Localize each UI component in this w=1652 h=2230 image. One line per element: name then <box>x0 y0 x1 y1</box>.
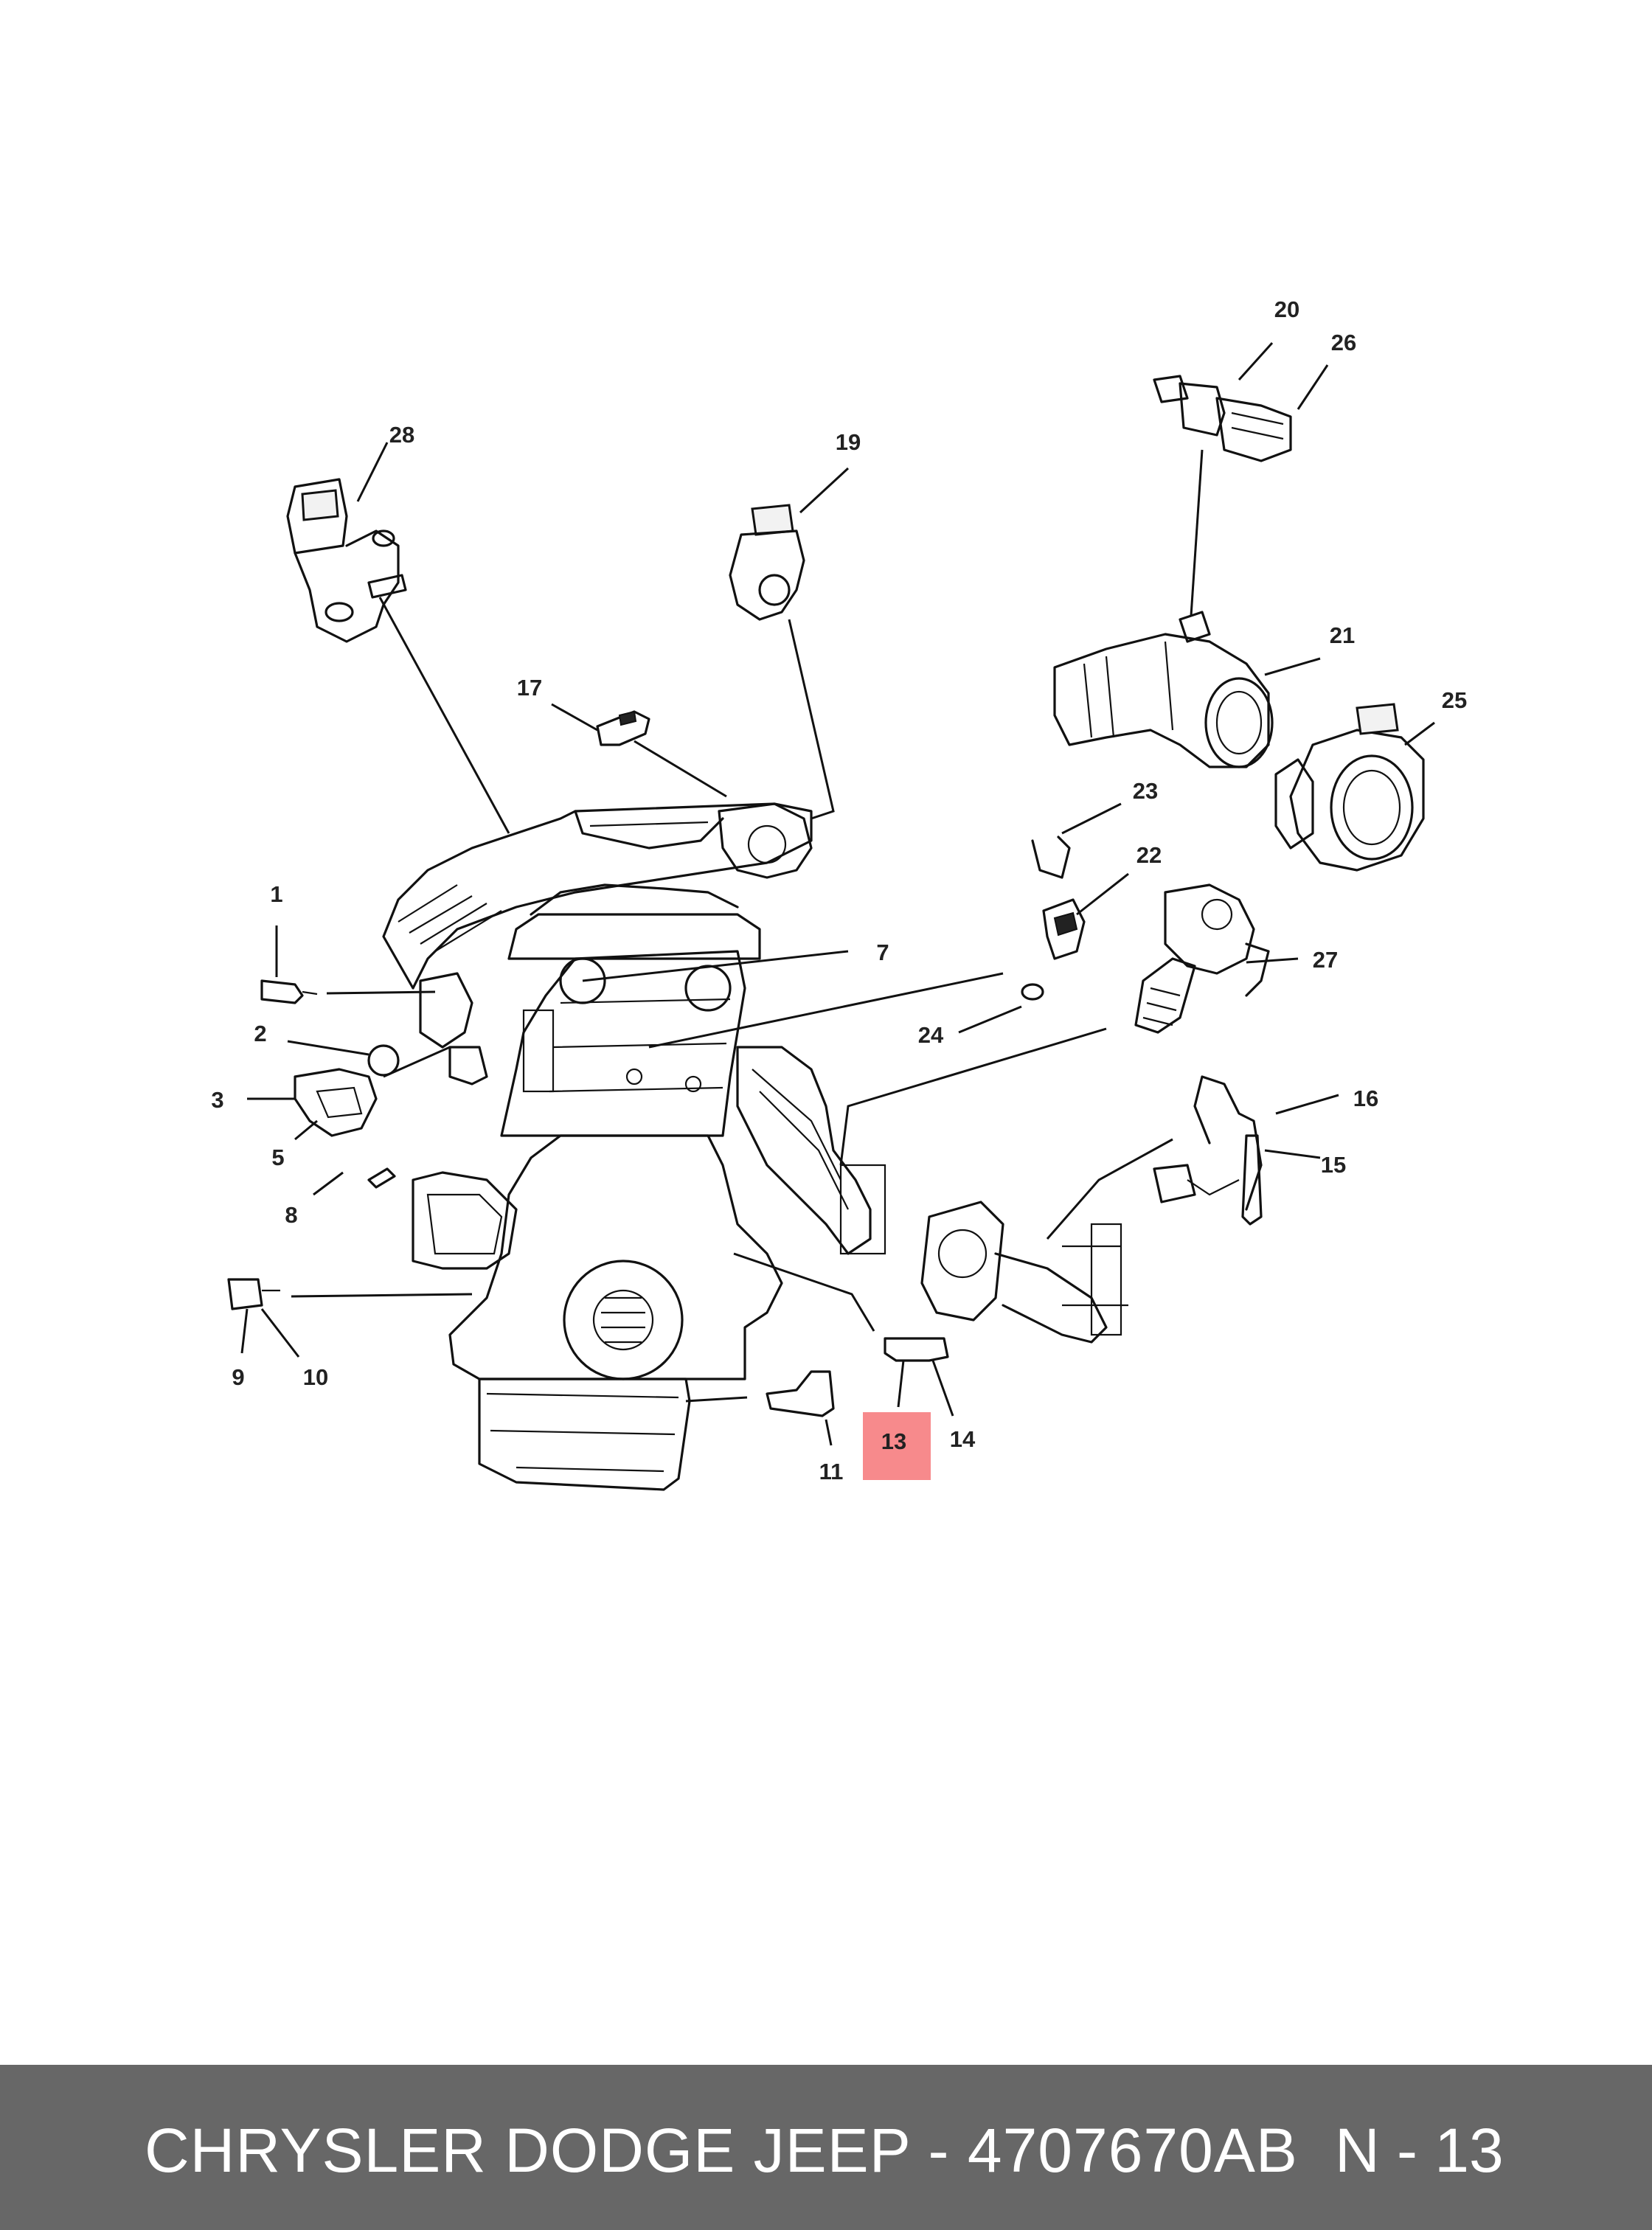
engine-sensors-diagram: 28 19 17 20 26 21 25 23 22 27 24 7 16 15… <box>211 296 1467 1491</box>
callout-9: 9 <box>232 1364 244 1390</box>
callout-26: 26 <box>1331 330 1356 355</box>
part-21-intake-hose <box>1053 611 1274 768</box>
callout-25: 25 <box>1442 687 1467 713</box>
callout-8: 8 <box>285 1202 297 1228</box>
callout-17: 17 <box>517 675 542 701</box>
callout-20: 20 <box>1274 296 1299 322</box>
footer-title: CHRYSLER DODGE JEEP - 4707670AB <box>145 2116 1298 2185</box>
part-28-sensor <box>286 478 407 643</box>
callout-2: 2 <box>254 1021 266 1046</box>
engine-block <box>382 802 886 1491</box>
left-small-parts <box>227 979 400 1310</box>
callout-labels: 28 19 17 20 26 21 25 23 22 27 24 7 16 15… <box>211 296 1467 1484</box>
parts-11-13-14 <box>766 1337 949 1417</box>
part-22-23-24 <box>1021 836 1086 1001</box>
part-17-sensor <box>596 710 650 746</box>
leader-lines <box>240 341 1435 1446</box>
callout-23: 23 <box>1133 778 1158 804</box>
callout-27: 27 <box>1313 947 1338 973</box>
callout-16: 16 <box>1353 1086 1378 1111</box>
callout-15: 15 <box>1321 1152 1346 1178</box>
callout-1: 1 <box>270 881 282 907</box>
part-20-26-sensor <box>1153 375 1292 462</box>
part-19-sensor <box>729 504 805 621</box>
callout-13-highlight <box>863 1412 931 1480</box>
callout-24: 24 <box>918 1022 944 1048</box>
footer-page-number: N - 13 <box>1335 2116 1504 2185</box>
part-25-maf <box>1274 703 1425 872</box>
callout-5: 5 <box>271 1144 284 1170</box>
callout-13: 13 <box>881 1428 906 1454</box>
callout-10: 10 <box>303 1364 328 1390</box>
part-27-sensor <box>1134 883 1270 1034</box>
callout-28: 28 <box>389 422 414 448</box>
callout-7: 7 <box>876 939 889 965</box>
footer-bar <box>0 2065 1652 2230</box>
callout-11: 11 <box>819 1459 844 1484</box>
part-15-16-o2-sensor <box>1153 1075 1263 1226</box>
callout-14: 14 <box>950 1426 976 1452</box>
callout-3: 3 <box>211 1087 223 1113</box>
callout-19: 19 <box>836 429 861 455</box>
egr-tube-flange <box>920 1201 1128 1344</box>
callout-21: 21 <box>1330 622 1355 648</box>
callout-22: 22 <box>1136 842 1162 868</box>
